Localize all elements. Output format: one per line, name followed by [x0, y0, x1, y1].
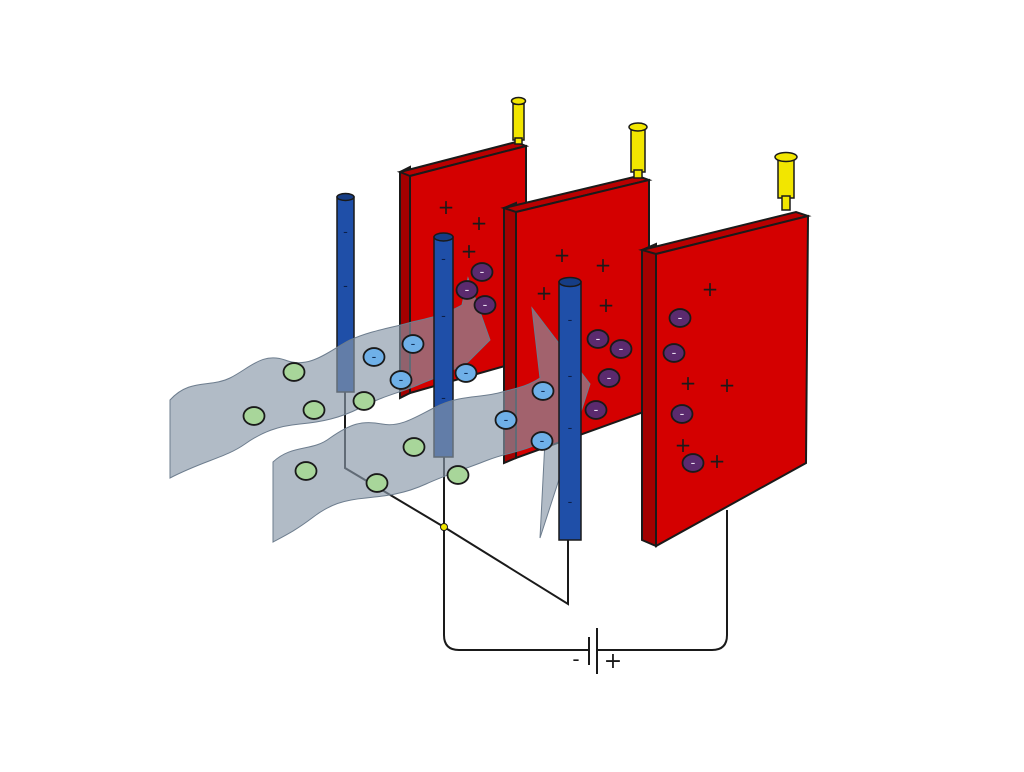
wire-junction-to-rod3 [443, 526, 569, 606]
plate3-insulator [774, 151, 798, 211]
plate1-charge-symbol: + [471, 211, 488, 235]
charged-dust-particles: - - - - - - - [362, 334, 555, 451]
svg-text:-: - [672, 346, 677, 361]
rod1-charge-symbol: - [343, 279, 348, 294]
collected-particle: - [473, 295, 497, 315]
plate1-charge-symbol: + [461, 239, 478, 263]
plate2-charge-symbol: + [554, 243, 571, 267]
svg-text:-: - [607, 371, 612, 386]
neutral-particle [365, 473, 389, 493]
neutral-particle [352, 391, 376, 411]
svg-text:-: - [540, 434, 545, 449]
plate3-charge-symbol: + [680, 371, 697, 395]
plate1-collected-particles: --- [455, 262, 497, 315]
rod2-charge-symbol: - [441, 391, 446, 406]
neutral-particle [302, 400, 326, 420]
collected-particle: - [668, 308, 692, 328]
collected-particle: - [455, 280, 479, 300]
plate2-insulator [628, 122, 648, 179]
svg-text:-: - [372, 350, 377, 365]
wire-junction-to-battery [443, 527, 588, 651]
plate1-charge-symbol: + [438, 195, 455, 219]
svg-text:-: - [504, 413, 509, 428]
plate2-charge-symbol: + [598, 293, 615, 317]
neutral-particle [294, 461, 318, 481]
charged-particle: - [389, 370, 413, 390]
collected-particle: - [662, 343, 686, 363]
charged-particle: - [531, 381, 555, 401]
battery-positive-label: + [604, 649, 622, 674]
svg-text:-: - [594, 403, 599, 418]
neutral-particle [446, 465, 470, 485]
svg-text:-: - [678, 311, 683, 326]
plate3-collected-particles: - - - - [662, 308, 705, 473]
svg-text:-: - [465, 283, 470, 298]
neutral-dust-particles [242, 362, 470, 493]
collected-particle: - [609, 339, 633, 359]
rod2-charge-symbol: - [441, 252, 446, 267]
rod3-charge-symbol: - [568, 421, 573, 436]
plate2-charge-symbol: + [595, 253, 612, 277]
plate1-insulator [510, 96, 527, 145]
battery: - + [572, 628, 622, 674]
plate3-side [641, 242, 657, 548]
plate2-charge-symbol: + [536, 281, 553, 305]
svg-text:-: - [411, 337, 416, 352]
discharge-electrode-3: - - - - [558, 276, 582, 541]
battery-negative-label: - [572, 647, 579, 671]
charged-particle: - [362, 347, 386, 367]
collected-particle: - [586, 329, 610, 349]
svg-text:-: - [480, 265, 485, 280]
plate3-charge-symbol: + [675, 433, 692, 457]
neutral-particle [242, 406, 266, 426]
svg-text:-: - [464, 366, 469, 381]
charged-particle: - [530, 431, 554, 451]
svg-text:-: - [596, 332, 601, 347]
rod3-charge-symbol: - [568, 369, 573, 384]
rod3-charge-symbol: - [568, 495, 573, 510]
svg-text:-: - [691, 456, 696, 471]
collected-particle: - [597, 368, 621, 388]
svg-text:-: - [483, 298, 488, 313]
collected-particle: - [670, 404, 694, 424]
charged-particle: - [454, 363, 478, 383]
svg-text:-: - [541, 384, 546, 399]
rod1-charge-symbol: - [343, 225, 348, 240]
plate3-charge-symbol: + [702, 277, 719, 301]
neutral-particle [402, 437, 426, 457]
rod2-charge-symbol: - [441, 309, 446, 324]
wire-battery-to-plate3 [597, 510, 728, 651]
collected-particle: - [681, 453, 705, 473]
rod3-charge-symbol: - [568, 313, 573, 328]
charged-particle: - [494, 410, 518, 430]
plate3-charge-symbol: + [719, 373, 736, 397]
charged-particle: - [401, 334, 425, 354]
wire-junction-dot [440, 523, 448, 531]
plate2-collected-particles: ---- [584, 329, 633, 420]
svg-text:-: - [399, 373, 404, 388]
neutral-particle [282, 362, 306, 382]
collected-particle: - [470, 262, 494, 282]
plate3-charge-symbol: + [709, 449, 726, 473]
svg-text:-: - [680, 407, 685, 422]
svg-text:-: - [619, 342, 624, 357]
collected-particle: - [584, 400, 608, 420]
